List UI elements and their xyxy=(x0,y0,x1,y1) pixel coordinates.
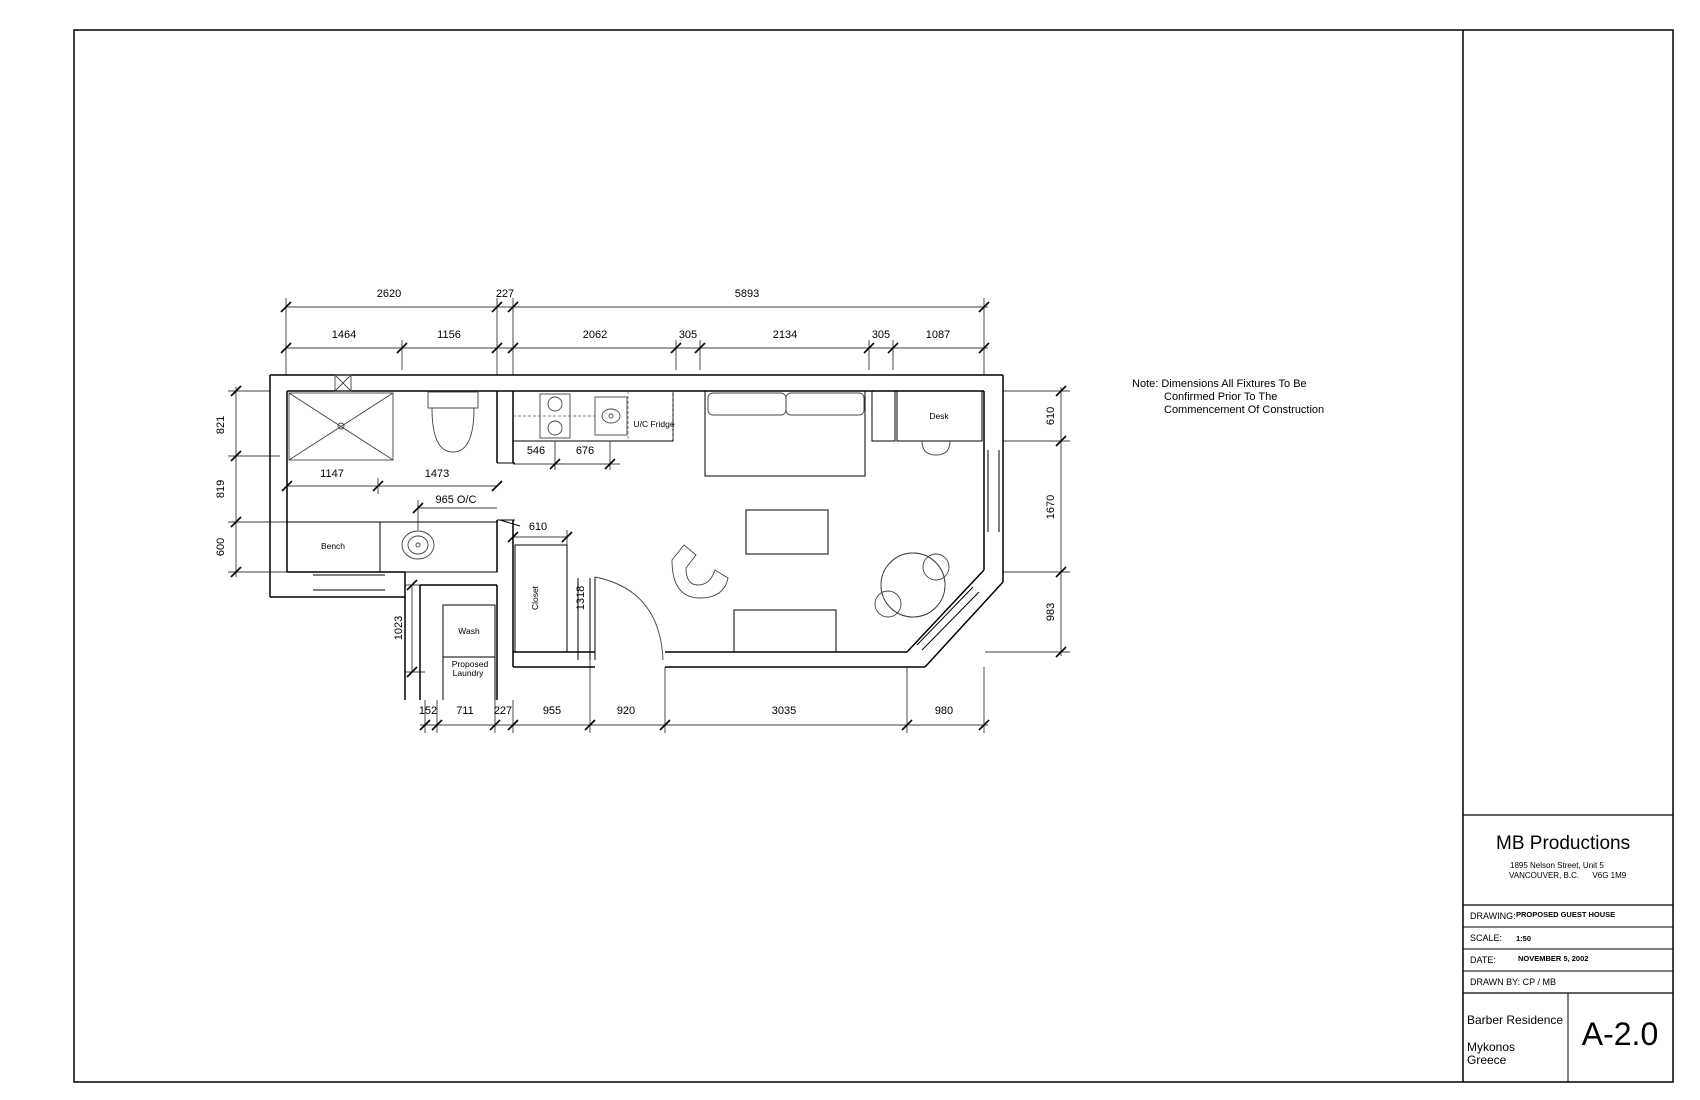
company-address-2: VANCOUVER, B.C. V6G 1M9 xyxy=(1509,871,1627,880)
dim-227-bottom: 227 xyxy=(494,705,512,717)
dim-2134: 2134 xyxy=(773,329,797,341)
dimensions-top-detail: 1464 1156 2062 305 2134 305 1087 xyxy=(280,329,990,370)
dim-600: 600 xyxy=(215,538,227,556)
entry-door xyxy=(594,576,664,661)
dim-305-b: 305 xyxy=(872,329,890,341)
project-location-2: Greece xyxy=(1467,1053,1507,1067)
wash-label: Wash xyxy=(458,626,480,636)
dim-1464: 1464 xyxy=(332,329,356,341)
dining-table xyxy=(874,552,950,618)
dim-610-right: 610 xyxy=(1045,407,1057,425)
dim-152: 152 xyxy=(419,705,437,717)
dim-955: 955 xyxy=(543,705,561,717)
date-label: DATE: xyxy=(1470,955,1496,965)
shower xyxy=(288,374,394,461)
dim-5893: 5893 xyxy=(735,288,759,300)
dim-1473: 1473 xyxy=(425,468,449,480)
desk: Desk xyxy=(871,390,983,456)
dim-965-oc: 965 O/C xyxy=(436,494,477,506)
note-line-3: Commencement Of Construction xyxy=(1164,404,1324,416)
sheet-border xyxy=(73,29,1674,1083)
title-block: MB Productions 1895 Nelson Street, Unit … xyxy=(1463,814,1673,1082)
dimensions-right: 610 1670 983 xyxy=(985,385,1070,658)
project-name: Barber Residence xyxy=(1467,1013,1563,1027)
sofa xyxy=(704,390,866,477)
desk-label: Desk xyxy=(929,411,949,421)
laundry-label-1: Proposed xyxy=(452,659,489,669)
dim-819: 819 xyxy=(215,480,227,498)
scale-value: 1:50 xyxy=(1516,934,1531,943)
laundry-label-2: Laundry xyxy=(453,668,484,678)
toilet xyxy=(427,391,479,453)
drawing-label: DRAWING: xyxy=(1470,911,1516,921)
dim-2062: 2062 xyxy=(583,329,607,341)
dimensions-top-overall: 2620 227 5893 xyxy=(280,288,990,375)
dim-1318: 1318 xyxy=(575,586,587,610)
dim-1670: 1670 xyxy=(1045,495,1057,519)
dim-1156: 1156 xyxy=(437,329,461,341)
dim-227-top: 227 xyxy=(496,288,514,300)
drawing-value: PROPOSED GUEST HOUSE xyxy=(1516,910,1615,919)
armchair xyxy=(671,544,729,599)
dim-1023: 1023 xyxy=(393,616,405,640)
closet-label: Closet xyxy=(530,585,540,610)
floor-plan: Bench U/C Fridge Desk xyxy=(215,288,1070,733)
dim-305-a: 305 xyxy=(679,329,697,341)
dimensions-interior: 546 676 1147 1473 965 O/C 610 1318 xyxy=(281,441,620,678)
company-name: MB Productions xyxy=(1496,833,1630,854)
fridge-label: U/C Fridge xyxy=(633,419,674,429)
dim-1087: 1087 xyxy=(926,329,950,341)
coffee-table xyxy=(745,509,829,555)
dim-711: 711 xyxy=(456,705,474,717)
project-location-1: Mykonos xyxy=(1467,1040,1515,1054)
laundry: Wash Proposed Laundry xyxy=(442,604,496,700)
dim-1147: 1147 xyxy=(320,468,344,480)
dimensions-bottom: 152 711 227 955 920 3035 980 xyxy=(419,660,990,733)
dim-610-closet: 610 xyxy=(529,521,547,533)
dim-546: 546 xyxy=(527,445,545,457)
note-line-2: Confirmed Prior To The xyxy=(1164,391,1277,403)
media-unit xyxy=(733,609,837,653)
dim-983: 983 xyxy=(1045,603,1057,621)
dim-3035: 3035 xyxy=(772,705,796,717)
dim-920: 920 xyxy=(617,705,635,717)
sheet-number: A-2.0 xyxy=(1582,1016,1658,1052)
dim-676: 676 xyxy=(576,445,594,457)
construction-note: Note: Dimensions All Fixtures To Be Conf… xyxy=(1132,378,1324,416)
company-address-1: 1895 Nelson Street, Unit 5 xyxy=(1510,861,1604,870)
drawn-by: DRAWN BY: CP / MB xyxy=(1470,977,1556,987)
bench-label: Bench xyxy=(321,541,345,551)
dim-821: 821 xyxy=(215,416,227,434)
kitchen-counter: U/C Fridge xyxy=(512,390,675,442)
dimensions-left: 821 819 600 xyxy=(215,385,287,578)
dim-980: 980 xyxy=(935,705,953,717)
scale-label: SCALE: xyxy=(1470,933,1502,943)
note-line-1: Note: Dimensions All Fixtures To Be xyxy=(1132,378,1307,390)
date-value: NOVEMBER 5, 2002 xyxy=(1518,954,1588,963)
vanity-bench: Bench xyxy=(286,521,498,573)
dim-2620: 2620 xyxy=(377,288,401,300)
